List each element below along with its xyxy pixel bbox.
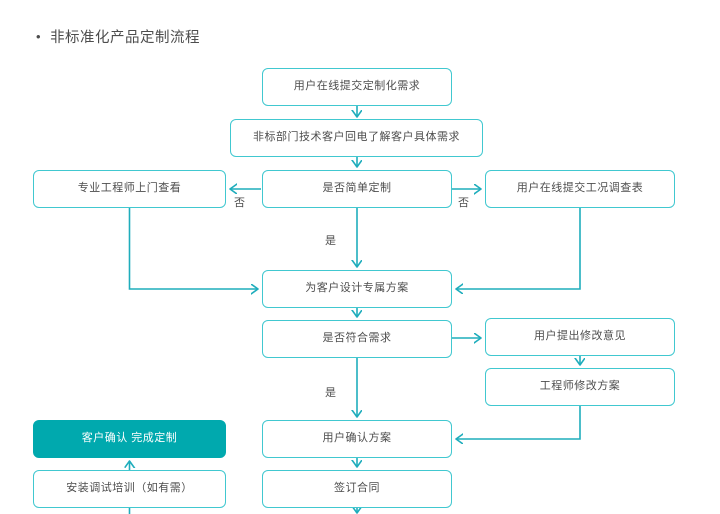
node-sign-contract: 签订合同	[262, 470, 452, 508]
node-simple-custom-decision: 是否简单定制	[262, 170, 452, 208]
node-install-training: 安装调试培训（如有需）	[33, 470, 226, 508]
node-submit-survey: 用户在线提交工况调查表	[485, 170, 675, 208]
edge-label-yes-top: 是	[325, 235, 336, 247]
page-title: • 非标准化产品定制流程	[36, 26, 200, 47]
node-modify-opinion: 用户提出修改意见	[485, 318, 675, 356]
edge-label-no-left: 否	[234, 197, 245, 209]
node-confirm-plan: 用户确认方案	[262, 420, 452, 458]
node-engineer-modify: 工程师修改方案	[485, 368, 675, 406]
node-design-plan: 为客户设计专属方案	[262, 270, 452, 308]
bullet-icon: •	[36, 29, 42, 44]
node-meets-demand-decision: 是否符合需求	[262, 320, 452, 358]
page-title-text: 非标准化产品定制流程	[50, 30, 201, 46]
node-complete-custom: 客户确认 完成定制	[33, 420, 226, 458]
edge-label-no-right: 否	[458, 197, 469, 209]
node-engineer-visit: 专业工程师上门查看	[33, 170, 226, 208]
node-submit-demand: 用户在线提交定制化需求	[262, 68, 452, 106]
node-callback: 非标部门技术客户回电了解客户具体需求	[230, 119, 483, 157]
edge-label-yes-bottom: 是	[325, 387, 336, 399]
